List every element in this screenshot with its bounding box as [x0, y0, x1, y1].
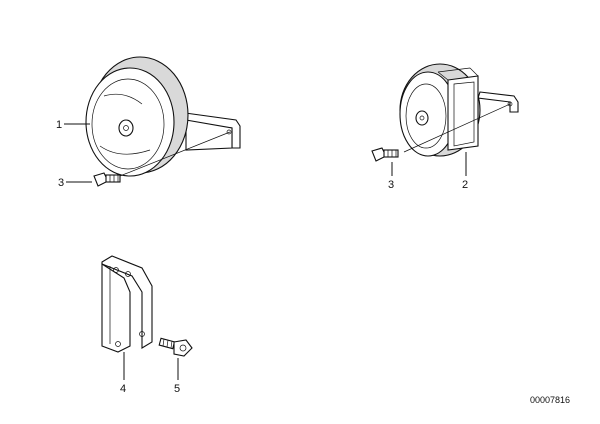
callout-2: 2 [462, 152, 468, 191]
bolt-right [371, 147, 399, 162]
svg-text:3: 3 [388, 179, 394, 191]
svg-text:4: 4 [120, 383, 126, 395]
svg-text:1: 1 [56, 119, 62, 131]
bolt-left [93, 172, 121, 187]
bracket-part-4 [101, 255, 153, 353]
callout-5: 5 [174, 358, 180, 395]
svg-text:3: 3 [58, 177, 64, 189]
callout-3-right: 3 [388, 162, 394, 191]
document-number: 00007816 [530, 395, 570, 405]
callout-3-left: 3 [58, 177, 92, 189]
callout-1: 1 [56, 119, 90, 131]
horn-part-1 [85, 56, 241, 177]
svg-text:2: 2 [462, 179, 468, 191]
horn-part-2 [399, 63, 519, 157]
bolt-part-5 [158, 337, 193, 357]
callout-4: 4 [120, 352, 126, 395]
svg-text:5: 5 [174, 383, 180, 395]
